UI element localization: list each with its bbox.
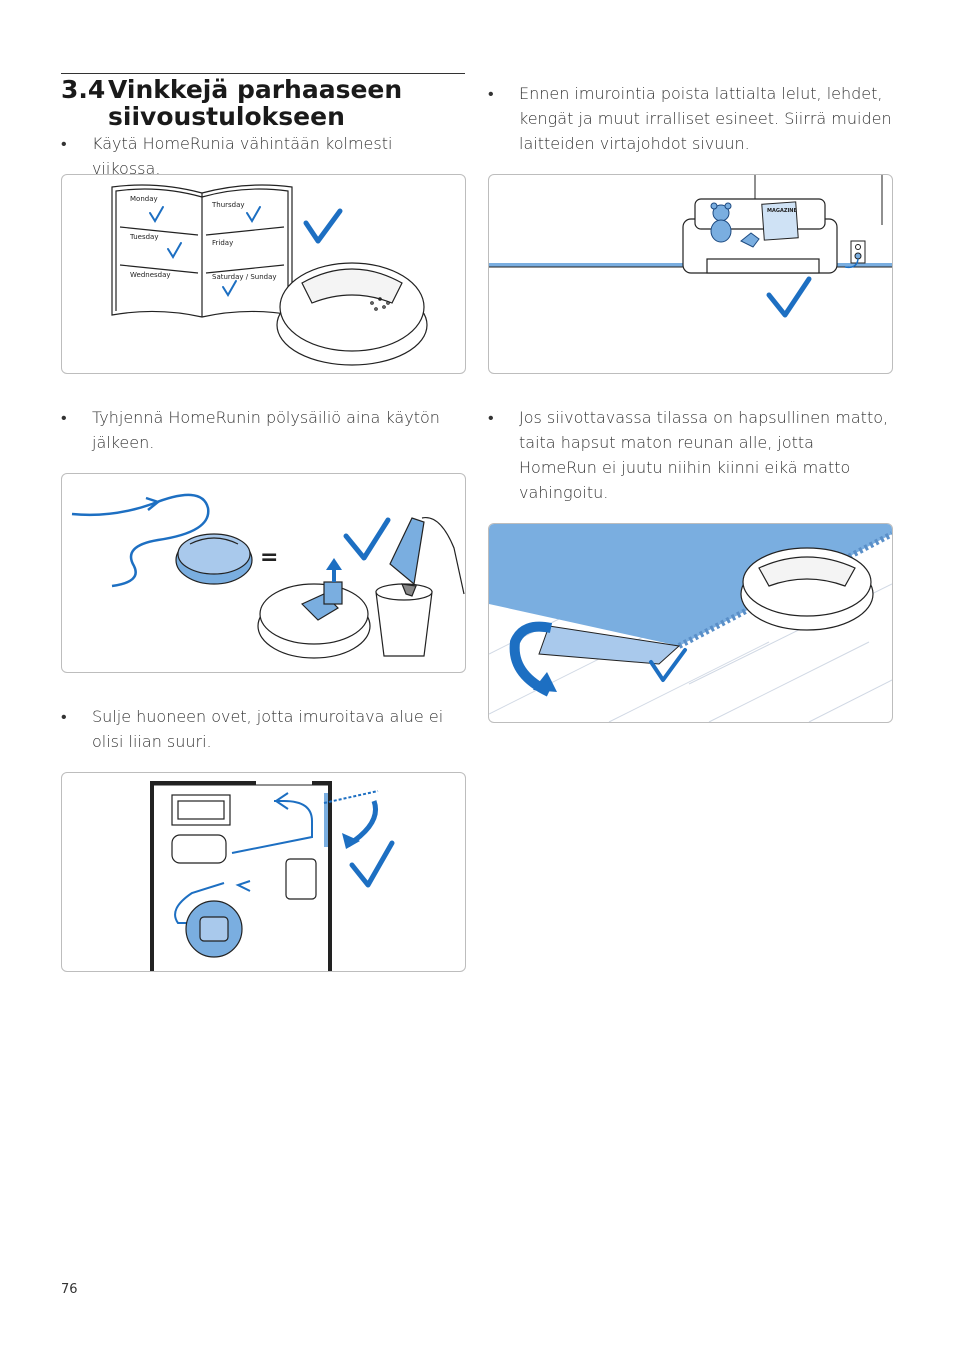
section-title-line2: siivoustulokseen	[108, 102, 345, 131]
tip-text: Tyhjennä HomeRunin pölysäiliö aina käytö…	[92, 408, 440, 452]
tip-text: Jos siivottavassa tilassa on hapsullinen…	[519, 408, 889, 502]
calendar-day: Thursday	[211, 201, 245, 209]
check-icon	[343, 517, 391, 561]
section-number: 3.4	[61, 75, 106, 104]
robot-vacuum-icon	[276, 262, 428, 366]
tip-text: Ennen imurointia poista lattialta lelut,…	[519, 84, 892, 153]
calendar-illustration: Monday Tuesday Wednesday Thursday Friday…	[61, 174, 466, 374]
tip-bullet: • Käytä HomeRunia vähintään kolmesti vii…	[61, 131, 465, 181]
section-title-line1: Vinkkejä parhaaseen	[108, 75, 403, 104]
room-doors-illustration	[61, 772, 466, 972]
calendar-day: Friday	[212, 239, 233, 247]
tip-text: Käytä HomeRunia vähintään kolmesti viiko…	[92, 134, 393, 178]
hand-icon	[421, 516, 465, 595]
clear-floor-illustration: MAGAZINE	[488, 174, 893, 374]
calendar-day: Saturday / Sunday	[212, 273, 277, 281]
power-outlet-icon	[844, 240, 866, 269]
calendar-day: Monday	[130, 195, 158, 203]
equals-sign: =	[260, 545, 278, 570]
section-rule	[61, 73, 465, 74]
room-walls	[150, 781, 332, 971]
check-icon	[303, 208, 343, 244]
robot-open-bin-icon	[257, 581, 371, 659]
check-icon	[766, 276, 812, 318]
tip-bullet: • Jos siivottavassa tilassa on hapsullin…	[488, 405, 892, 505]
tip-bullet: • Ennen imurointia poista lattialta lelu…	[488, 81, 892, 156]
robot-vacuum-icon	[740, 547, 874, 631]
sofa-icon	[682, 198, 838, 274]
magazine-icon: MAGAZINE	[761, 201, 799, 241]
sock-icon	[740, 232, 760, 248]
svg-text:MAGAZINE: MAGAZINE	[767, 208, 797, 214]
page-number: 76	[61, 1282, 78, 1297]
chair-icon	[285, 858, 317, 900]
robot-vacuum-icon	[185, 900, 243, 958]
robot-vacuum-icon	[175, 533, 253, 585]
tip-text: Sulje huoneen ovet, jotta imuroitava alu…	[92, 707, 444, 751]
rotate-arrow-icon	[509, 621, 557, 697]
calendar-day: Tuesday	[129, 233, 158, 241]
check-icon	[649, 648, 687, 682]
tip-bullet: • Tyhjennä HomeRunin pölysäiliö aina käy…	[61, 405, 465, 455]
open-door	[323, 790, 379, 804]
sofa-icon	[171, 834, 227, 864]
calendar-day: Wednesday	[130, 271, 171, 279]
rug-fringe-illustration	[488, 523, 893, 723]
door-icon	[324, 793, 328, 847]
empty-bin-illustration: =	[61, 473, 466, 673]
tip-bullet: • Sulje huoneen ovet, jotta imuroitava a…	[61, 704, 465, 754]
teddy-bear-icon	[710, 202, 732, 243]
small-check-icon	[149, 206, 261, 297]
check-icon	[349, 840, 395, 888]
bin-icon	[375, 517, 433, 657]
